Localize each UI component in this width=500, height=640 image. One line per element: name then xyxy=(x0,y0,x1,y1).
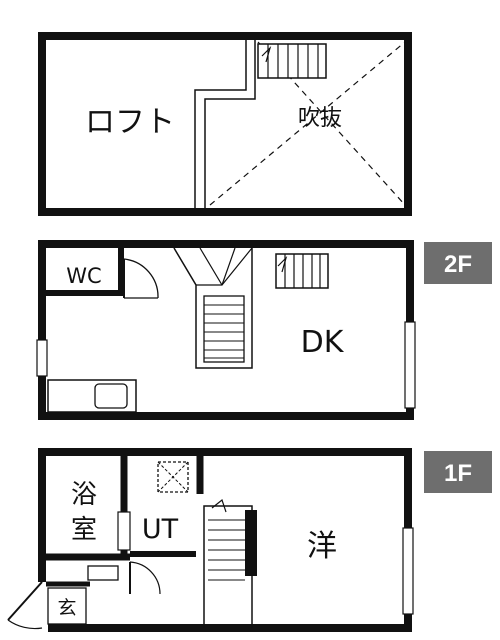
dk-label: DK xyxy=(301,325,345,360)
wc-door-swing xyxy=(123,258,159,299)
loft-room-label: ロフト xyxy=(85,105,175,140)
entrance-label: 玄 xyxy=(57,597,76,619)
western-room-label: 洋 xyxy=(307,529,337,564)
wc-label: WC xyxy=(66,264,101,288)
badge-1f: 1F xyxy=(424,451,492,493)
kitchen-counter xyxy=(47,379,137,413)
void-diagonal-1 xyxy=(209,41,406,206)
loft-partition xyxy=(194,40,247,208)
bath-label-top: 浴 xyxy=(71,480,97,510)
second-floor: WC D xyxy=(36,240,416,420)
second-window-left xyxy=(36,339,48,377)
bath-label-bottom: 室 xyxy=(71,515,97,545)
second-stair xyxy=(173,247,253,369)
kitchen-sink xyxy=(94,383,128,409)
washer-space xyxy=(157,461,189,493)
void-label: 吹抜 xyxy=(298,106,342,131)
first-stair xyxy=(203,498,257,628)
badge-2f: 2F xyxy=(424,242,492,284)
second-ladder xyxy=(275,253,329,289)
badge-1f-text: 1F xyxy=(444,460,472,487)
loft-ladder xyxy=(257,43,327,79)
loft-outer-wall xyxy=(38,32,412,216)
first-outer-wall xyxy=(38,448,412,632)
first-floor: 浴 室 UT 洋 玄 xyxy=(7,448,414,632)
ut-label: UT xyxy=(142,514,179,545)
badge-2f-text: 2F xyxy=(444,251,472,278)
entrance-step xyxy=(47,587,87,625)
first-window-right xyxy=(402,527,414,615)
loft-floor: ロフト 吹抜 xyxy=(38,32,412,216)
second-window-right xyxy=(404,321,416,409)
loft-partition-inner xyxy=(204,40,256,208)
